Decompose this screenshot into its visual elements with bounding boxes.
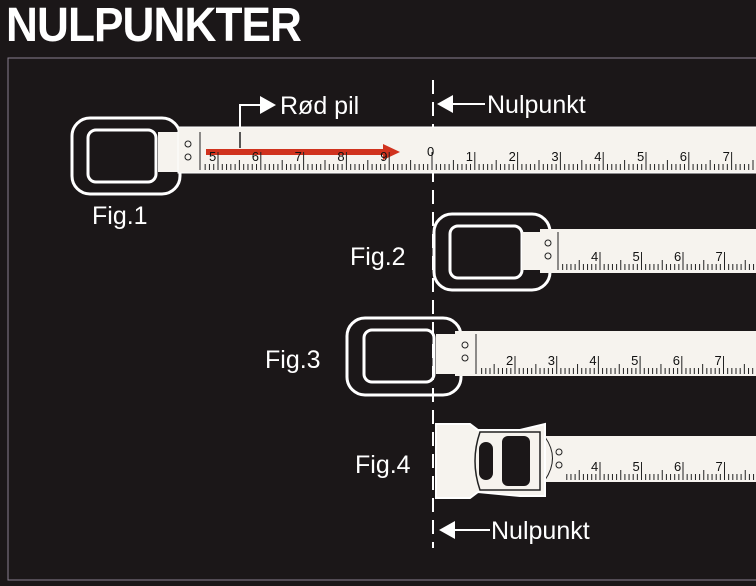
tape-fig3: 2 3 4 5 6 7	[345, 316, 756, 397]
ruler-number: 4	[591, 459, 598, 474]
ruler-number: 4	[589, 353, 596, 368]
ruler-number: 5	[631, 353, 638, 368]
tape-fig4: 4 5 6 7	[435, 422, 756, 499]
ruler-number: 5	[633, 249, 640, 264]
red-arrow-label: Rød pil	[280, 92, 359, 120]
ruler-number: 8	[337, 149, 344, 164]
arrow-right-icon	[260, 96, 276, 114]
ruler-number: 7	[715, 353, 722, 368]
ruler-number: 4	[591, 249, 598, 264]
fig3-label: Fig.3	[265, 346, 321, 374]
page-title: NULPUNKTER	[6, 0, 302, 52]
ruler-number: 6	[673, 353, 680, 368]
ruler-number: 7	[723, 149, 730, 164]
red-arrow-callout: Rød pil	[239, 92, 359, 140]
ruler-number: 6	[674, 459, 681, 474]
fig4-label: Fig.4	[355, 451, 411, 479]
ruler-number: 2	[506, 353, 513, 368]
ruler-number: 7	[295, 149, 302, 164]
zero-point-label-bottom: Nulpunkt	[491, 517, 590, 545]
ruler-number: 6	[252, 149, 259, 164]
ruler-number: 9	[380, 149, 387, 164]
ruler-number: 6	[674, 249, 681, 264]
ruler-number: 5	[637, 149, 644, 164]
ruler-number: 1	[466, 149, 473, 164]
ruler-number: 7	[716, 249, 723, 264]
fig1-label: Fig.1	[92, 202, 148, 230]
ruler-number: 3	[548, 353, 555, 368]
ruler-number: 6	[680, 149, 687, 164]
ruler-number: 4	[594, 149, 601, 164]
ruler-number: 7	[716, 459, 723, 474]
frame	[7, 57, 756, 581]
zero-point-label-top: Nulpunkt	[487, 91, 586, 119]
arrow-left-icon	[437, 95, 453, 113]
tape-fig2: 4 5 6 7	[432, 212, 756, 292]
arrow-left-icon	[439, 521, 455, 539]
zero-point-callout-bottom: Nulpunkt	[439, 517, 590, 545]
red-arrow-head	[383, 144, 400, 160]
ruler-number: 5	[633, 459, 640, 474]
ruler-number: 0	[427, 144, 434, 159]
tape-fig1: 5 6 7 8 9 0 1 2 3 4 5 6 7	[70, 116, 756, 196]
ruler-number: 5	[209, 149, 216, 164]
fig2-label: Fig.2	[350, 243, 406, 271]
zero-point-callout-top: Nulpunkt	[437, 91, 586, 119]
ruler-number: 2	[509, 149, 516, 164]
ruler-number: 3	[551, 149, 558, 164]
